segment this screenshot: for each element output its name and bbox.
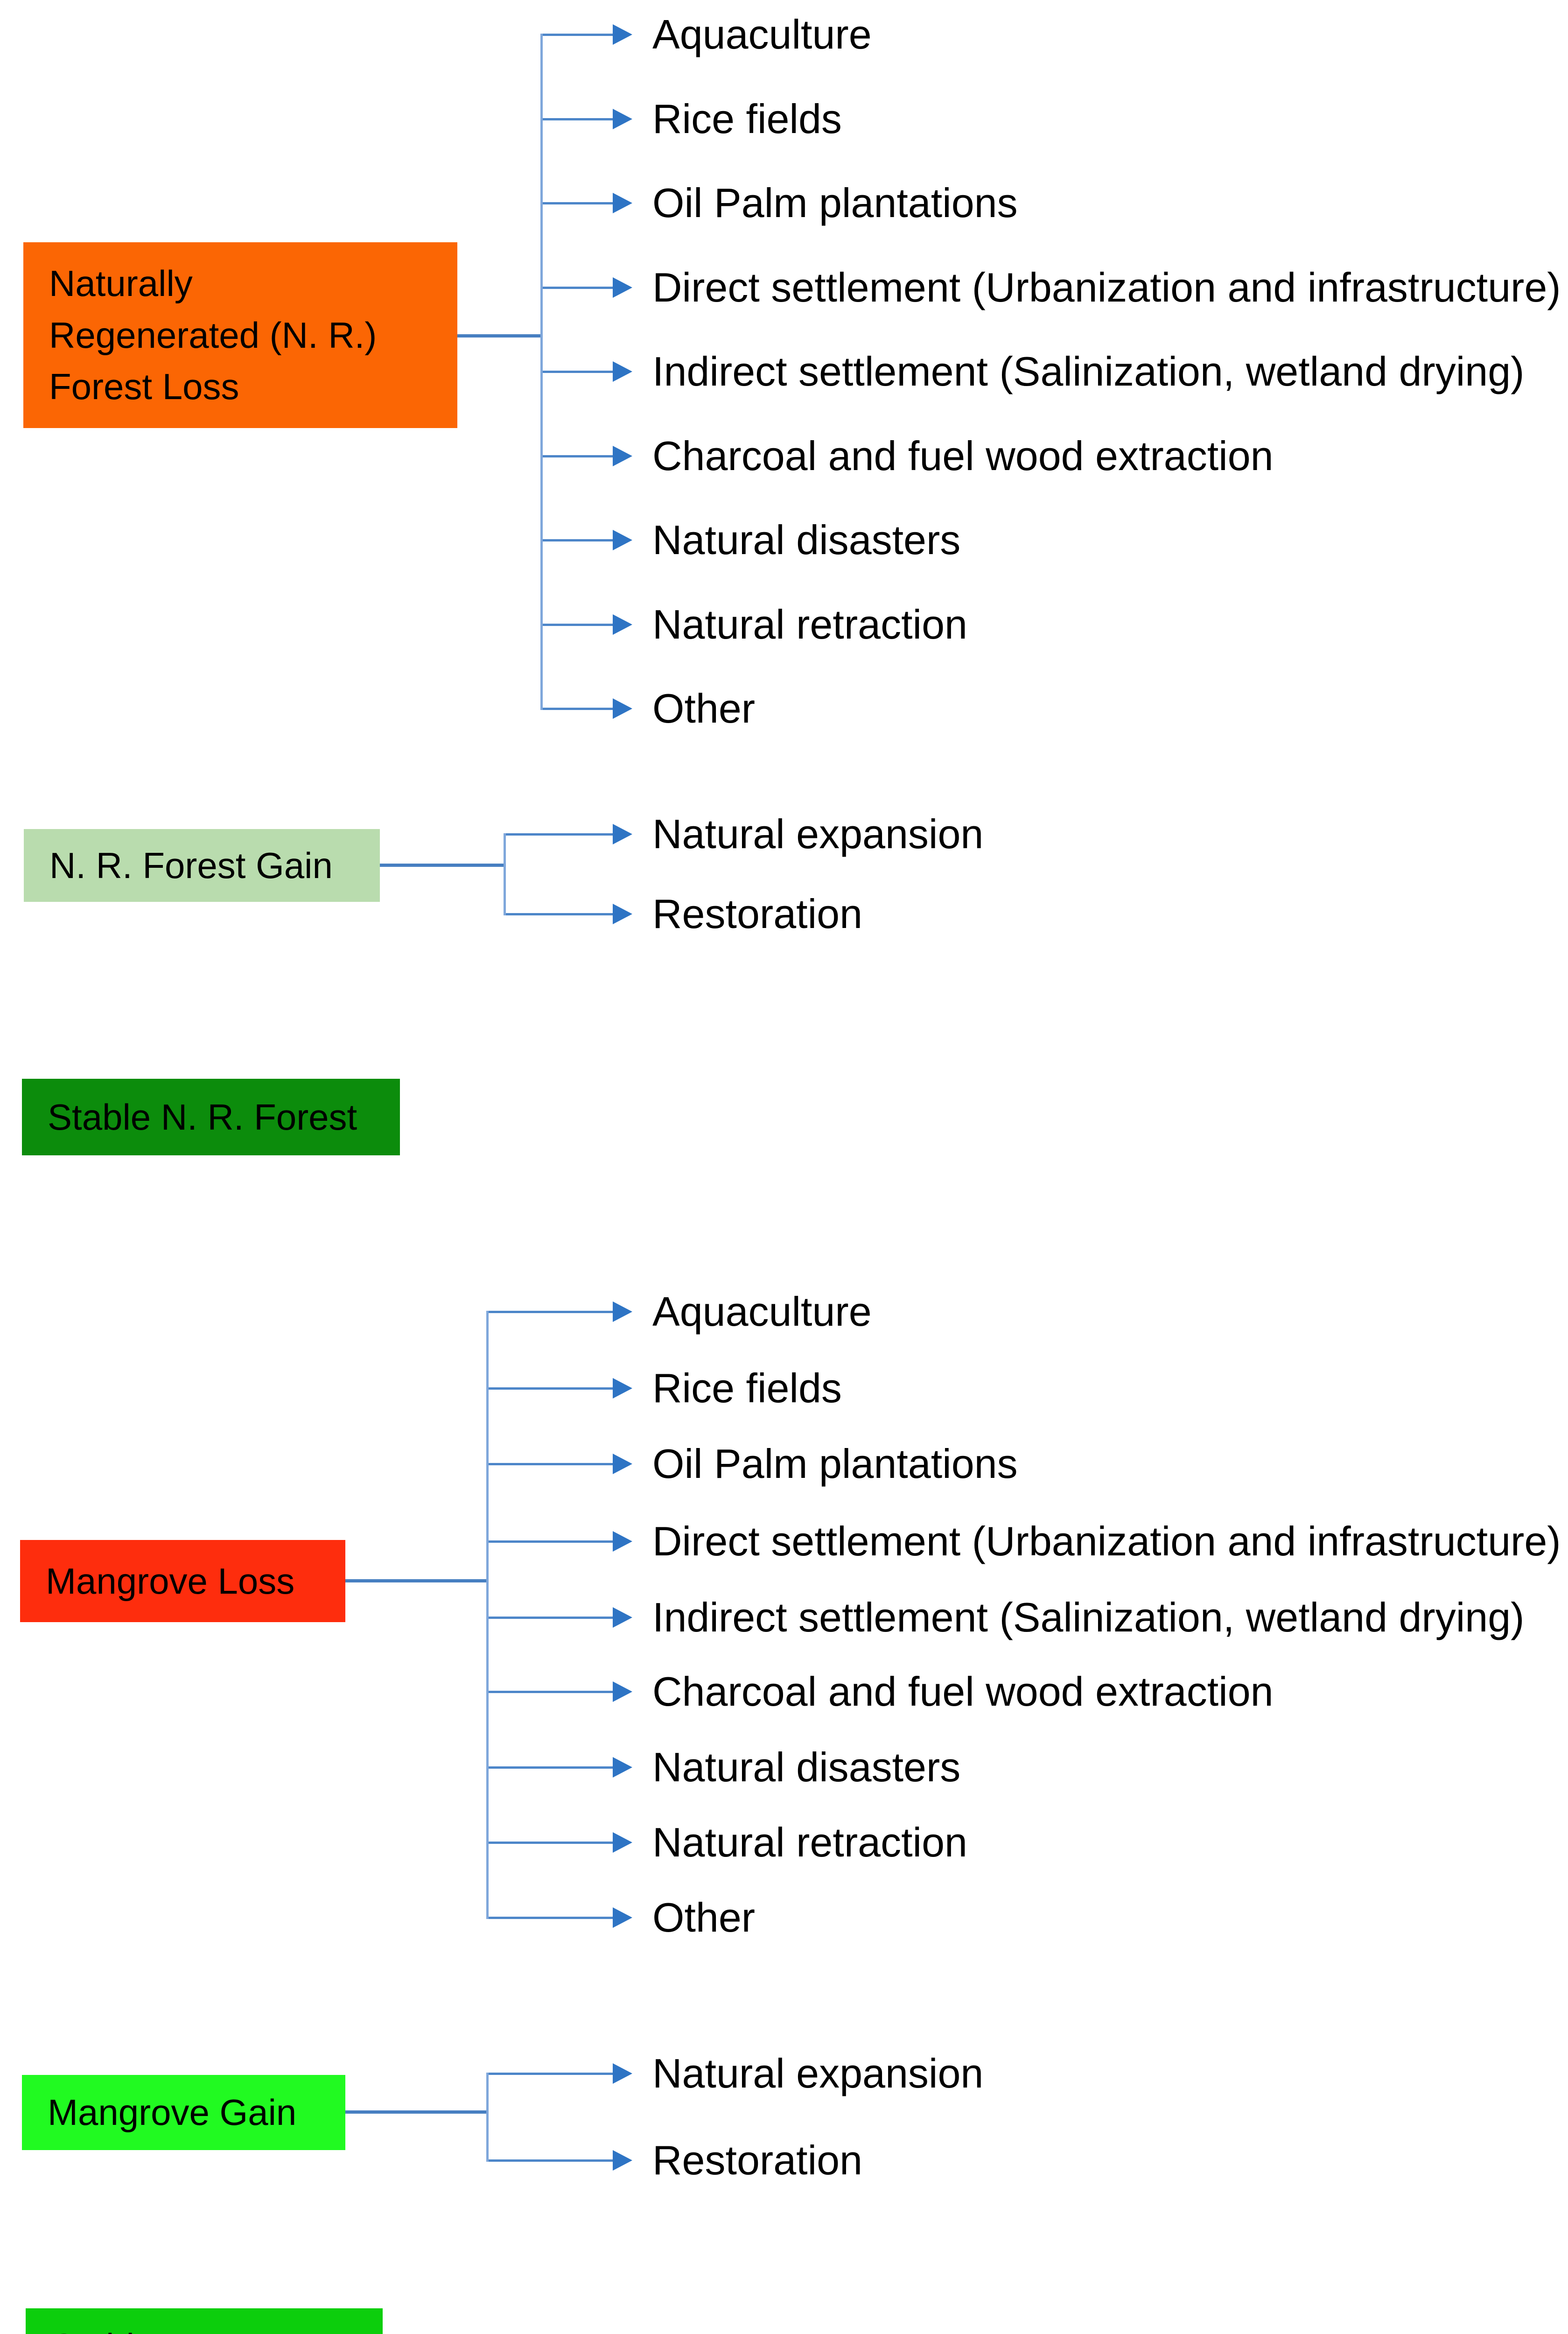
branch-line [489,2159,613,2162]
driver-label: Restoration [652,2137,863,2183]
driver-label: Natural disasters [652,517,961,563]
driver-label: Direct settlement (Urbanization and infr… [652,264,1561,310]
driver-label: Direct settlement (Urbanization and infr… [652,1518,1561,1564]
driver-label: Charcoal and fuel wood extraction [652,433,1274,479]
driver-label: Natural expansion [652,811,984,857]
branch-line [543,118,613,120]
box-label: N. R. Forest Gain [49,844,333,886]
driver-label: Rice fields [652,1365,842,1411]
driver-label: Other [652,685,756,731]
driver-label: Oil Palm plantations [652,180,1018,226]
box-mangrove-loss: Mangrove Loss [20,1540,345,1622]
driver-label: Natural expansion [652,2050,984,2096]
driver-label: Natural disasters [652,1744,961,1790]
arrow-icon [613,1301,632,1322]
trunk-line [486,2073,489,2162]
driver-label: Aquaculture [652,11,872,57]
branch-line [489,1917,613,1919]
box-label-line: Forest Loss [49,366,239,408]
arrow-icon [613,530,632,550]
arrow-icon [613,1607,632,1628]
box-nr-forest-loss: Naturally Regenerated (N. R.) Forest Los… [23,242,457,428]
arrow-icon [613,109,632,129]
driver-label: Oil Palm plantations [652,1441,1018,1487]
branch-line [543,708,613,710]
branch-line [489,1842,613,1844]
arrow-icon [613,361,632,382]
arrow-icon [613,2063,632,2084]
branch-line [489,1617,613,1619]
driver-label: Charcoal and fuel wood extraction [652,1668,1274,1715]
box-label: Mangrove Gain [48,2092,297,2133]
connector-line [457,334,543,337]
driver-label: Rice fields [652,96,842,142]
branch-line [543,455,613,457]
branch-line [489,1311,613,1313]
branch-line [543,287,613,289]
arrow-icon [613,446,632,466]
arrow-icon [613,1757,632,1778]
arrow-icon [613,904,632,924]
branch-line [489,1463,613,1465]
branch-line [489,1691,613,1693]
branch-line [506,833,613,836]
arrow-icon [613,193,632,213]
driver-label: Restoration [652,891,863,937]
branch-line [489,1387,613,1390]
branch-line [489,2073,613,2075]
box-label: Mangrove Loss [46,1560,295,1602]
arrow-icon [613,614,632,635]
branch-line [543,34,613,36]
driver-label: Natural retraction [652,1819,967,1865]
connector-line [345,2110,486,2114]
driver-label: Other [652,1894,756,1940]
driver-label: Indirect settlement (Salinization, wetla… [652,348,1525,394]
connector-line [380,864,506,867]
arrow-icon [613,24,632,45]
arrow-icon [613,277,632,298]
arrow-icon [613,1454,632,1474]
arrow-icon [613,698,632,719]
branch-line [489,1766,613,1769]
driver-label: Natural retraction [652,601,967,647]
driver-label: Aquaculture [652,1288,872,1335]
box-label: Stable N. R. Forest [48,1096,357,1138]
branch-line [489,1540,613,1543]
box-label-line: Naturally [49,262,193,304]
box-label: Stable Mangrove [51,2321,383,2334]
trunk-line [486,1311,489,1919]
branch-line [543,539,613,541]
arrow-icon [613,1832,632,1853]
arrow-icon [613,2150,632,2171]
box-mangrove-gain: Mangrove Gain [22,2075,345,2150]
trunk-line [540,34,543,710]
branch-line [543,371,613,373]
trunk-line [504,833,506,915]
box-label-line: Regenerated (N. R.) [49,314,377,356]
arrow-icon [613,824,632,844]
branch-line [543,202,613,204]
connector-line [345,1579,486,1582]
arrow-icon [613,1907,632,1928]
arrow-icon [613,1378,632,1399]
box-nr-forest-gain: N. R. Forest Gain [24,829,380,902]
branch-line [506,913,613,915]
arrow-icon [613,1681,632,1702]
branch-line [543,624,613,626]
box-stable-mangrove: Stable Mangrove [26,2308,383,2334]
driver-label: Indirect settlement (Salinization, wetla… [652,1594,1525,1640]
box-stable-nr-forest: Stable N. R. Forest [22,1079,400,1155]
arrow-icon [613,1531,632,1552]
